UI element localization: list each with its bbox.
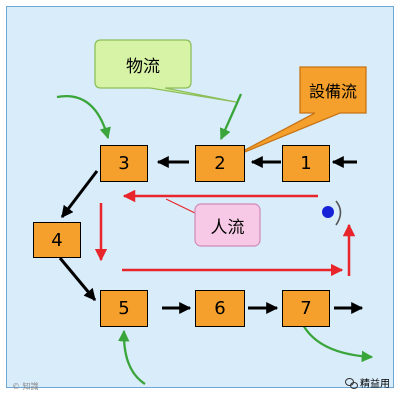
material-inflow-to-2-arrow — [219, 93, 243, 141]
process-box-4: 4 — [33, 222, 81, 258]
material-flow-label: 物流 — [126, 56, 160, 77]
watermark-left: © 知識 — [12, 382, 39, 391]
process-box-4-label: 4 — [51, 229, 63, 251]
people-flow-path — [94, 189, 356, 277]
process-box-3-label: 3 — [118, 153, 130, 174]
watermark-right-text: 精益用 — [360, 379, 390, 390]
material-inflow-to-3-arrow — [56, 94, 111, 140]
process-box-3: 3 — [100, 145, 148, 182]
process-box-1-label: 1 — [300, 153, 312, 174]
process-box-6-label: 6 — [214, 298, 226, 319]
person-icon — [322, 200, 342, 226]
people-flow-label: 人流 — [210, 217, 245, 238]
material-outflow-from-7-arrow — [300, 322, 374, 363]
process-box-7-label: 7 — [300, 298, 312, 319]
process-box-7: 7 — [282, 290, 330, 327]
process-box-5: 5 — [100, 290, 148, 327]
watermark-right: 精益用 — [345, 375, 390, 390]
material-inflow-to-5-arrow — [117, 329, 146, 385]
process-flow-arrows — [58, 156, 364, 314]
material-flow-arrows — [56, 93, 374, 385]
people-callout-pointer — [165, 198, 196, 214]
process-box-1: 1 — [282, 145, 330, 182]
material-flow-callout — [94, 39, 237, 103]
process-box-5-label: 5 — [118, 298, 130, 319]
process-box-2-label: 2 — [214, 153, 226, 174]
wechat-icon — [345, 377, 358, 389]
process-box-2: 2 — [195, 145, 245, 182]
arrow-4-to-5 — [58, 257, 97, 301]
equipment-flow-callout — [229, 66, 367, 159]
people-flow-callout — [194, 203, 261, 247]
arrow-3-to-4 — [60, 170, 99, 218]
process-box-6: 6 — [195, 290, 245, 327]
equipment-flow-label: 設備流 — [308, 82, 357, 101]
